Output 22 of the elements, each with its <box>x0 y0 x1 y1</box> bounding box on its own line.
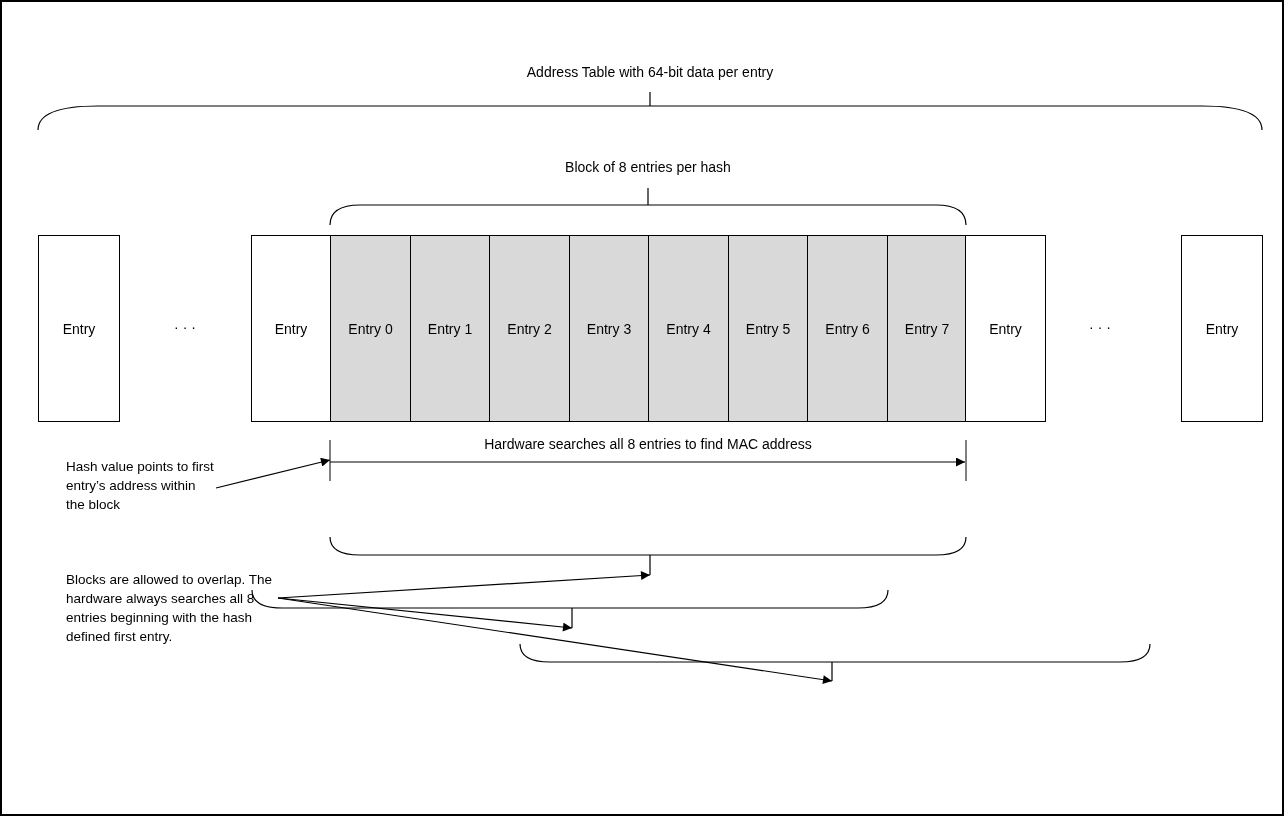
table-entry: Entry <box>1181 235 1263 422</box>
annotation-text: Address Table with 64-bit data per entry <box>524 64 776 80</box>
table-entry: Entry <box>251 235 331 422</box>
table-entry: Entry <box>965 235 1046 422</box>
annotation-text: Block of 8 entries per hash <box>563 159 733 175</box>
table-entry: Entry 3 <box>568 235 650 422</box>
table-entry: Entry 6 <box>807 235 888 422</box>
leader-line <box>277 571 651 599</box>
table-entry: Entry 5 <box>727 235 809 422</box>
leader-line <box>277 597 833 685</box>
bracket <box>519 643 1151 682</box>
bracket <box>329 536 967 576</box>
table-entry: Entry <box>38 235 120 422</box>
table-entry: Entry 2 <box>489 235 570 422</box>
callout-text: Blocks are allowed to overlap. The hardware always searches all 8 entries beginning with the hash defined first entry. <box>66 571 274 646</box>
callout-text: Hash value points to first entry’s address within the block <box>66 458 215 514</box>
leader-line <box>215 457 331 489</box>
table-entry: Entry 1 <box>409 235 491 422</box>
table-entry: Entry 4 <box>648 235 729 422</box>
table-entry: Entry 0 <box>330 235 411 422</box>
annotation-text: Hardware searches all 8 entries to find MAC address <box>482 436 814 452</box>
table-entry: Entry 7 <box>886 235 968 422</box>
